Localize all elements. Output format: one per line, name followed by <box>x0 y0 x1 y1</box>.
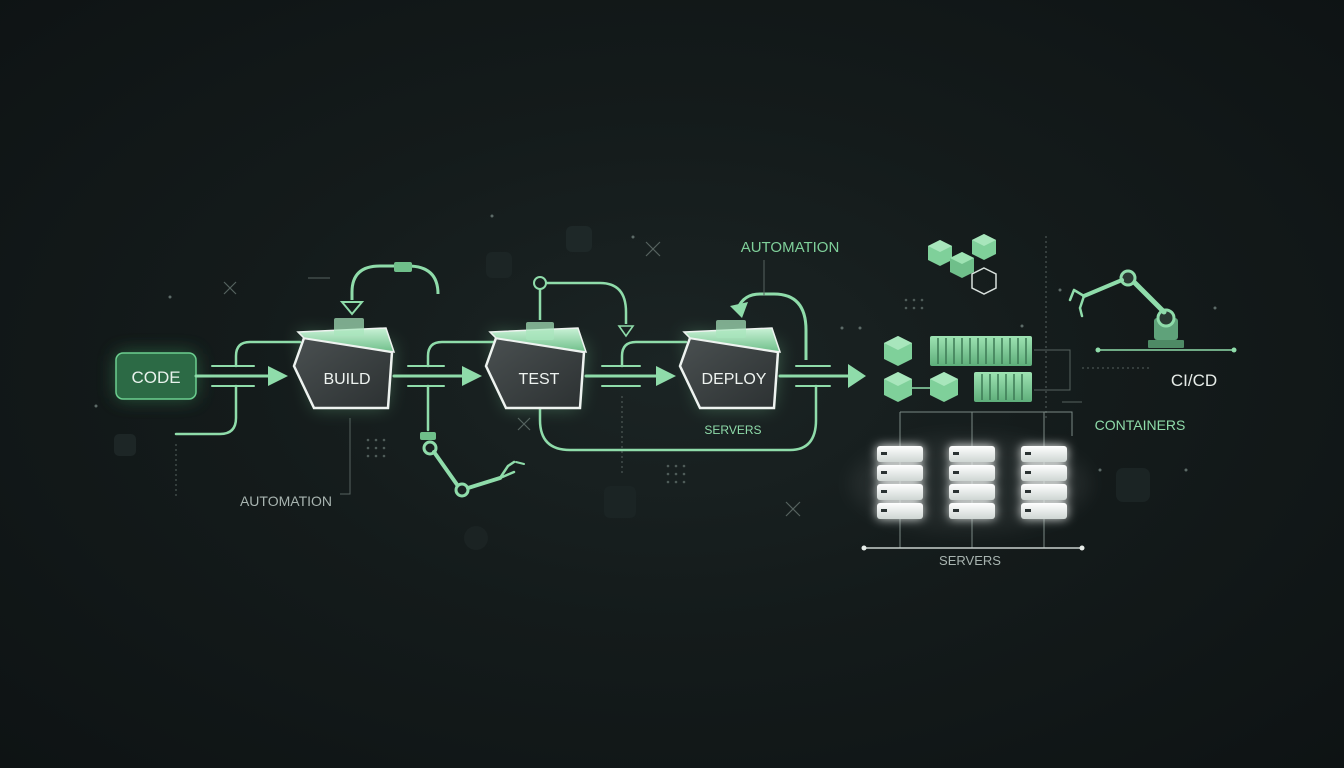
rocket-icon <box>716 320 746 338</box>
containers-group <box>884 336 1073 436</box>
automation-top-label: AUTOMATION <box>741 239 840 256</box>
deploy-node[interactable]: DEPLOY <box>678 320 782 410</box>
test-node[interactable]: TEST <box>484 322 588 410</box>
deploy-feedback-loop <box>730 260 808 360</box>
cube-icon <box>884 336 912 366</box>
build-label: BUILD <box>323 371 370 388</box>
robot-arm-icon <box>420 432 525 498</box>
arrow-heads <box>268 364 866 388</box>
flask-icon <box>526 322 554 340</box>
cube-icon <box>930 372 958 402</box>
server-rack-group <box>850 412 1090 551</box>
package-icon <box>334 318 364 336</box>
container-icon <box>930 336 1032 366</box>
test-feedback-loop <box>533 276 635 338</box>
cube-icon <box>950 252 974 278</box>
cube-icon <box>972 234 996 260</box>
cube-icon <box>928 240 952 266</box>
server-stack-icon <box>1021 446 1067 519</box>
containers-label: CONTAINERS <box>1095 417 1186 433</box>
code-label: CODE <box>131 368 180 387</box>
robot-arm-icon <box>1068 269 1237 353</box>
background-decoration <box>94 214 1217 550</box>
server-stack-icon <box>949 446 995 519</box>
servers-rack-label: SERVERS <box>939 553 1001 568</box>
test-label: TEST <box>519 371 560 388</box>
cube-outline-icon <box>971 267 997 295</box>
flow-connectors <box>174 340 850 452</box>
dot-grids <box>366 298 924 484</box>
cube-icon <box>884 372 912 402</box>
guide-lines <box>175 236 1150 496</box>
automation-bottom-label: AUTOMATION <box>240 493 332 509</box>
server-stack-icon <box>877 446 923 519</box>
cross-marks <box>223 241 801 517</box>
deploy-label: DEPLOY <box>702 371 767 388</box>
build-node[interactable]: BUILD <box>292 318 396 410</box>
cicd-label: CI/CD <box>1171 371 1217 390</box>
code-node[interactable]: CODE <box>115 352 197 400</box>
cube-cluster <box>928 234 997 295</box>
container-icon <box>974 372 1032 402</box>
build-feedback-loop <box>339 262 440 316</box>
servers-loop-label: SERVERS <box>704 423 761 437</box>
